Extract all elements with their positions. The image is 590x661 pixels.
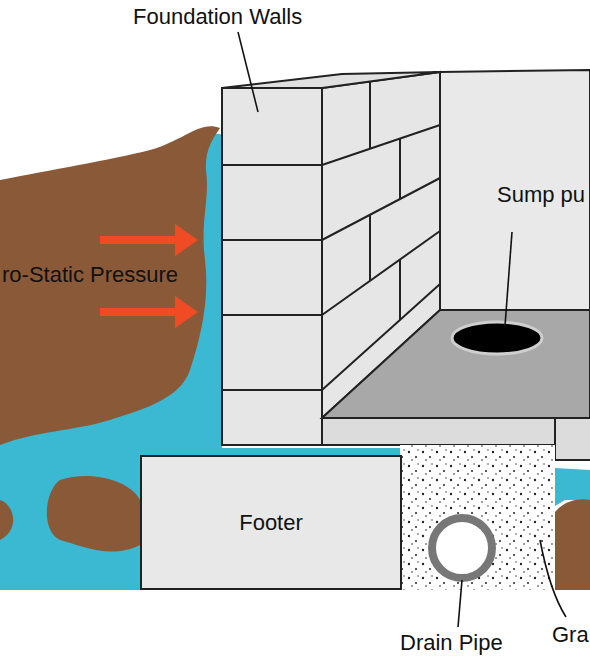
block-joints <box>222 165 322 390</box>
soil <box>0 500 13 540</box>
basement-wall <box>440 70 590 312</box>
slab-edge <box>555 418 590 460</box>
soil <box>555 499 590 590</box>
wall-top <box>222 72 440 88</box>
footer-box: Footer <box>140 455 402 590</box>
part-label: Sump pu <box>497 182 585 208</box>
soil <box>47 476 140 551</box>
floor-slab <box>322 310 590 418</box>
drain-pipe <box>432 518 492 578</box>
gravel-bed <box>400 445 555 590</box>
part-label: Drain Pipe <box>400 630 503 656</box>
gravel-bed <box>400 445 555 590</box>
soil <box>0 126 220 445</box>
force-label: ro-Static Pressure <box>2 262 178 288</box>
wall-front <box>222 88 322 445</box>
part-label: Gra <box>552 622 589 648</box>
part-label: Foundation Walls <box>133 4 302 30</box>
node-text: Footer <box>239 510 303 536</box>
sump-pit <box>452 322 542 354</box>
slab-edge <box>322 418 555 445</box>
